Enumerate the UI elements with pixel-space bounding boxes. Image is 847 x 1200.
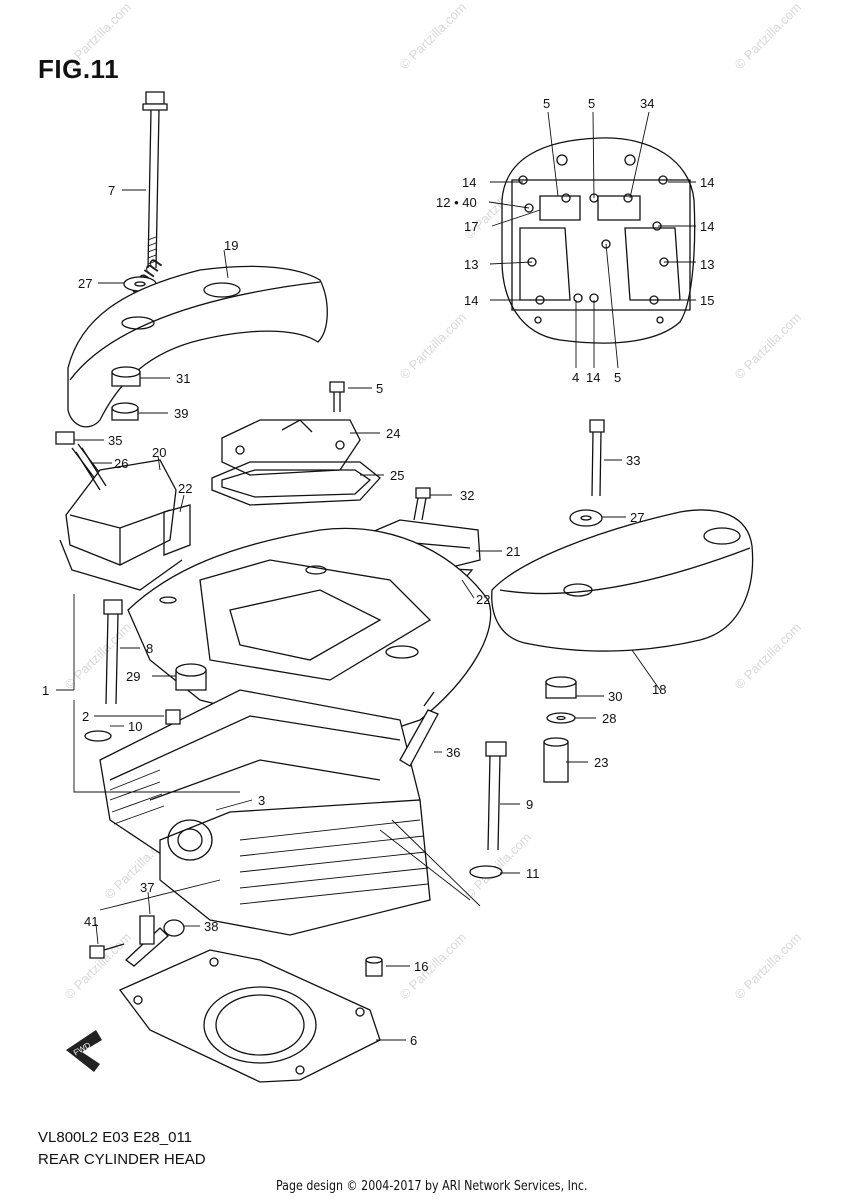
- callout-11: 11: [526, 866, 540, 881]
- callout-41: 41: [84, 914, 98, 929]
- callout-25: 25: [390, 468, 404, 483]
- part-28-washer: [546, 712, 576, 724]
- callout-22: 22: [178, 481, 192, 496]
- callout-22-right: 22: [476, 592, 490, 607]
- callout-14-a: 14: [462, 175, 476, 190]
- watermark: © Partzilla.com: [397, 0, 470, 72]
- callout-24: 24: [386, 426, 400, 441]
- callout-17: 17: [464, 219, 478, 234]
- part-20-cap: [59, 459, 183, 591]
- callout-13-a: 13: [464, 257, 478, 272]
- callout-38: 38: [204, 919, 218, 934]
- callout-32: 32: [460, 488, 474, 503]
- part-25-gasket: [211, 461, 381, 506]
- part-7-bolt: [142, 91, 168, 269]
- callout-10: 10: [128, 719, 142, 734]
- part-19-cover: [67, 265, 328, 428]
- callout-37: 37: [140, 880, 154, 895]
- callout-36: 36: [446, 745, 460, 760]
- page-credit: Page design © 2004-2017 by ARI Network S…: [276, 1178, 588, 1194]
- watermark: © Partzilla.com: [397, 310, 470, 383]
- leader-lines: [56, 111, 696, 1041]
- callout-29: 29: [126, 669, 140, 684]
- callout-14-b: 14: [464, 293, 478, 308]
- callout-26: 26: [114, 456, 128, 471]
- watermark: © Partzilla.com: [732, 310, 805, 383]
- callout-39: 39: [174, 406, 188, 421]
- part-24-cover: [221, 419, 361, 476]
- callout-23: 23: [594, 755, 608, 770]
- callout-18: 18: [652, 682, 666, 697]
- callout-35: 35: [108, 433, 122, 448]
- part-6-gasket: [118, 949, 381, 1083]
- part-name: REAR CYLINDER HEAD: [38, 1151, 206, 1168]
- figure-title: FIG.11: [38, 54, 120, 84]
- part-38-o-ring: [163, 919, 185, 937]
- callout-3: 3: [258, 793, 265, 808]
- part-27-grommet-right: [569, 509, 603, 527]
- callout-5-inset-b: 5: [588, 96, 595, 111]
- part-2-dowel: [165, 709, 181, 725]
- callout-20: 20: [152, 445, 166, 460]
- part-18-cover: [491, 509, 754, 652]
- part-5-bolt-top: [329, 381, 345, 412]
- part-31-grommet: [111, 366, 141, 387]
- callout-12-40: 12 • 40: [436, 195, 477, 210]
- callouts: 7 27 19 31 39 35 26 20 22 5 24 25 32 21 …: [42, 96, 714, 1048]
- part-39-collar: [111, 402, 139, 421]
- part-37-union: [124, 915, 169, 967]
- callout-8: 8: [146, 641, 153, 656]
- part-9-bolt: [485, 741, 507, 851]
- callout-14-d: 14: [700, 219, 714, 234]
- part-29-seal: [175, 663, 207, 691]
- inset-top-view: [501, 137, 696, 344]
- callout-2: 2: [82, 709, 89, 724]
- part-33-bolt: [589, 419, 605, 497]
- callout-14-c: 14: [700, 175, 714, 190]
- part-16-dowel: [365, 956, 383, 977]
- callout-34: 34: [640, 96, 654, 111]
- watermark: © Partzilla.com: [732, 0, 805, 72]
- callout-28: 28: [602, 711, 616, 726]
- part-30-grommet: [545, 676, 577, 699]
- fwd-arrow-icon: FWD: [66, 1030, 102, 1072]
- callout-13-b: 13: [700, 257, 714, 272]
- callout-6: 6: [410, 1033, 417, 1048]
- part-11-washer: [469, 865, 503, 879]
- model-code: VL800L2 E03 E28_011: [38, 1129, 193, 1146]
- callout-31: 31: [176, 371, 190, 386]
- callout-16: 16: [414, 959, 428, 974]
- callout-27-right: 27: [630, 510, 644, 525]
- part-23-collar: [543, 737, 569, 783]
- part-36-spark-plug: [399, 691, 439, 767]
- callout-1: 1: [42, 683, 49, 698]
- callout-14-e: 14: [586, 370, 600, 385]
- callout-19: 19: [224, 238, 238, 253]
- callout-21: 21: [506, 544, 520, 559]
- callout-9: 9: [526, 797, 533, 812]
- callout-5-top: 5: [376, 381, 383, 396]
- watermark: © Partzilla.com: [732, 620, 805, 693]
- watermark: © Partzilla.com: [62, 620, 135, 693]
- watermark: © Partzilla.com: [732, 930, 805, 1003]
- callout-4: 4: [572, 370, 579, 385]
- part-26-stud: [75, 447, 107, 491]
- part-8-bolt: [103, 599, 123, 705]
- part-32-bolt: [413, 487, 431, 521]
- callout-30: 30: [608, 689, 622, 704]
- callout-7: 7: [108, 183, 115, 198]
- part-1-cylinder-head: [99, 527, 492, 936]
- callout-5-inset-a: 5: [543, 96, 550, 111]
- callout-5-inset-c: 5: [614, 370, 621, 385]
- callout-27: 27: [78, 276, 92, 291]
- part-41-bolt: [89, 943, 125, 959]
- callout-33: 33: [626, 453, 640, 468]
- callout-15: 15: [700, 293, 714, 308]
- part-10-washer: [84, 730, 112, 742]
